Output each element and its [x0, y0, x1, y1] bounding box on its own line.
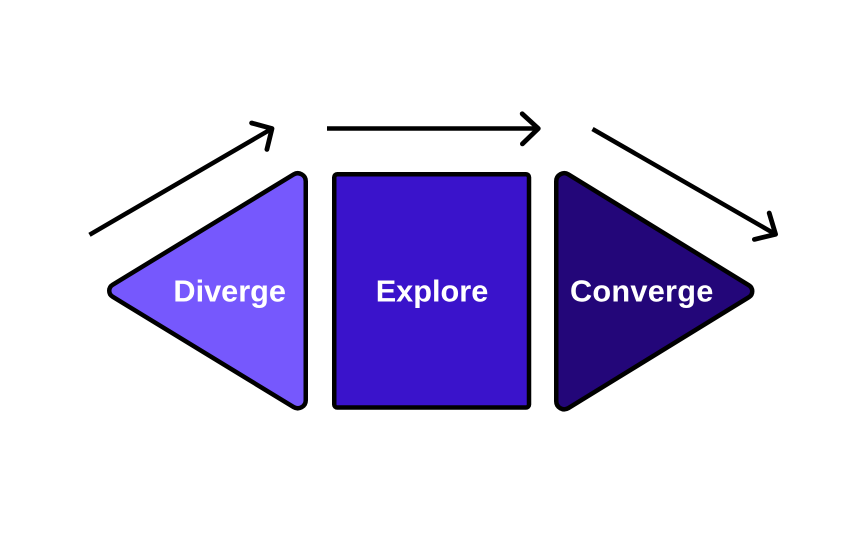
svg-text:Converge: Converge [570, 274, 714, 309]
svg-text:Diverge: Diverge [173, 274, 286, 309]
svg-text:Explore: Explore [376, 274, 489, 309]
